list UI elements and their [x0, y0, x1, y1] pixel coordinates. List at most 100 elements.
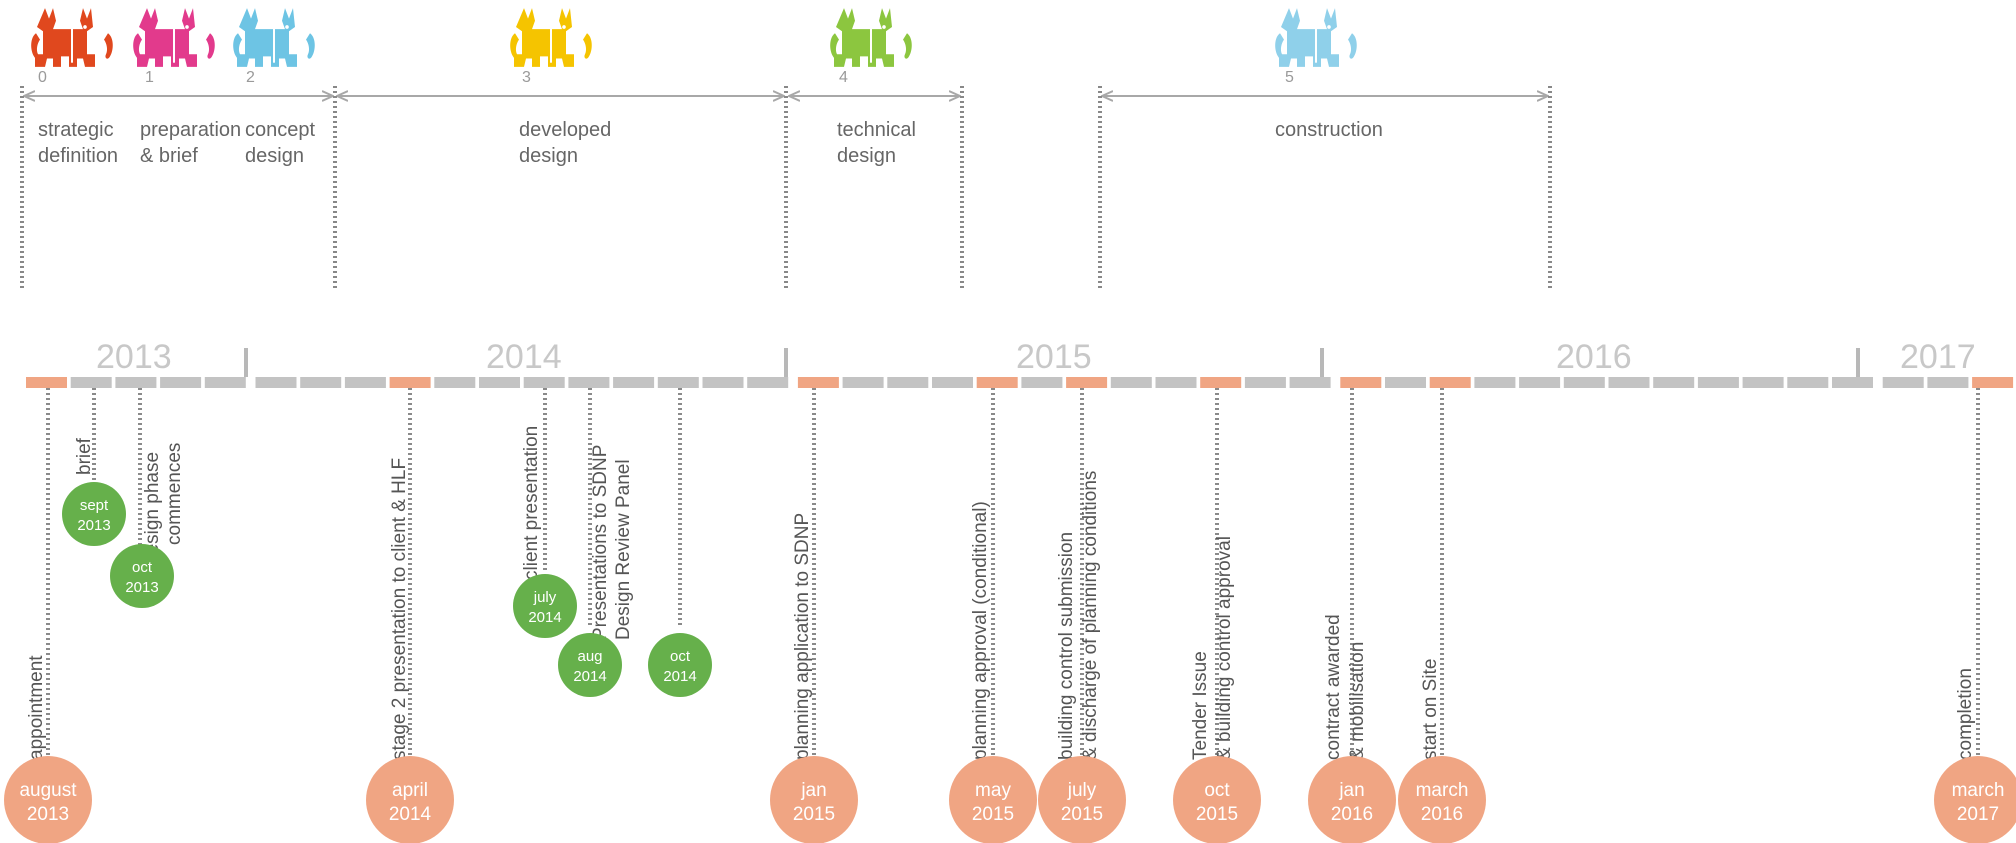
phase-label-line1: technical — [837, 119, 916, 141]
milestone-major: jan 2016 — [1308, 756, 1396, 843]
milestone-major: march 2017 — [1934, 756, 2016, 843]
milestone-major: july 2015 — [1038, 756, 1126, 843]
stage-0-monkey-icon — [30, 7, 114, 68]
event-label: Tender Issue — [1190, 651, 1211, 760]
milestone-month: may — [975, 780, 1011, 801]
stage-4-monkey-icon — [829, 7, 913, 68]
timeline-month-segment — [479, 377, 520, 388]
timeline-month-segment — [1289, 377, 1331, 388]
timeline-month-segment — [1340, 377, 1382, 388]
milestone-month: july — [533, 589, 557, 606]
event-label: start on Site — [1420, 659, 1441, 760]
timeline-month-segment — [255, 377, 297, 388]
milestone-year: 2017 — [1957, 804, 1999, 825]
timeline-month-segment — [1608, 377, 1650, 388]
milestone-year: 2013 — [125, 579, 158, 596]
timeline-month-segment — [1429, 377, 1471, 388]
stage-number: 4 — [839, 69, 848, 86]
stage-5-monkey-icon — [1274, 7, 1358, 68]
timeline-month-segment — [932, 377, 973, 388]
event-label: planning application to SDNP — [792, 513, 813, 760]
event-label: Design Review Panel — [613, 459, 634, 640]
milestone-minor: oct 2014 — [648, 633, 712, 697]
stage-number: 5 — [1285, 69, 1294, 86]
phase-label-line1: preparation — [140, 119, 241, 141]
milestone-year: 2015 — [972, 804, 1014, 825]
phase-label-line2: & brief — [140, 145, 198, 167]
timeline-month-segment — [1653, 377, 1695, 388]
event-label: brief — [74, 437, 95, 475]
milestone-minor: aug 2014 — [558, 633, 622, 697]
timeline-month-segment — [1697, 377, 1739, 388]
event-label: building control submission — [1056, 532, 1077, 760]
timeline-month-segment — [204, 377, 246, 388]
timeline-month-segment — [1155, 377, 1197, 388]
year-label: 2016 — [1556, 338, 1632, 376]
timeline-month-segment — [1882, 377, 1924, 388]
milestone-minor: july 2014 — [513, 574, 577, 638]
timeline-month-segment — [747, 377, 789, 388]
milestone-month: jan — [1338, 780, 1364, 801]
timeline-month-segment — [1742, 377, 1784, 388]
timeline-month-segment — [1200, 377, 1242, 388]
milestone-month: aug — [577, 648, 602, 665]
timeline-month-segment — [657, 377, 699, 388]
milestone-month: oct — [132, 559, 153, 576]
milestone-year: 2016 — [1421, 804, 1463, 825]
timeline-month-segment — [1474, 377, 1516, 388]
timeline-month-segment — [160, 377, 202, 388]
milestone-month: march — [1952, 780, 2005, 801]
milestone-month: jan — [800, 780, 826, 801]
milestone-minor: oct 2013 — [110, 544, 174, 608]
timeline-month-segment — [70, 377, 112, 388]
milestone-minor: sept 2013 — [62, 482, 126, 546]
timeline-month-segment — [1519, 377, 1561, 388]
year-label: 2014 — [486, 338, 562, 376]
milestone-major: jan 2015 — [770, 756, 858, 843]
event-label: appointment — [26, 655, 47, 760]
phase-label-line1: developed — [519, 119, 611, 141]
phase-label-line1: concept — [245, 119, 315, 141]
timeline-month-segment — [115, 377, 157, 388]
milestone-year: 2015 — [1196, 804, 1238, 825]
stage-1-monkey-icon — [132, 7, 216, 68]
timeline-month-segment — [1244, 377, 1286, 388]
phase-label-line1: strategic — [38, 119, 114, 141]
milestone-major: april 2014 — [366, 756, 454, 843]
stage-2-monkey-icon — [232, 7, 316, 68]
stage-number: 0 — [38, 69, 47, 86]
timeline-month-segment — [434, 377, 476, 388]
timeline-month-segment — [1385, 377, 1426, 388]
stage-number: 2 — [246, 69, 255, 86]
event-label: completion — [1955, 668, 1976, 760]
event-label: Presentations to SDNP — [590, 445, 611, 640]
event-label: & mobilisation — [1347, 642, 1368, 760]
timeline-month-bar — [26, 377, 2014, 388]
timeline-month-segment — [976, 377, 1018, 388]
year-label: 2017 — [1900, 338, 1976, 376]
stage-3-monkey-icon — [509, 7, 593, 68]
milestone-year: 2013 — [77, 517, 110, 534]
event-label: planning approval (conditional) — [970, 501, 991, 760]
timeline-month-segment — [842, 377, 884, 388]
event-label: & building control approval — [1214, 536, 1235, 760]
milestone-month: august — [19, 780, 77, 801]
milestone-major: oct 2015 — [1173, 756, 1261, 843]
timeline-month-segment — [300, 377, 342, 388]
milestone-month: april — [392, 780, 428, 801]
timeline-month-segment — [26, 377, 67, 388]
milestone-year: 2014 — [528, 609, 561, 626]
event-label: & discharge of planning conditions — [1080, 471, 1101, 760]
milestone-month: march — [1416, 780, 1469, 801]
phase-label-line2: design — [519, 145, 578, 167]
milestone-year: 2013 — [27, 804, 69, 825]
phase-label-line1: construction — [1275, 119, 1383, 141]
timeline-month-segment — [389, 377, 431, 388]
timeline-month-segment — [568, 377, 610, 388]
milestone-month: oct — [1204, 780, 1230, 801]
event-label: client presentation — [521, 426, 542, 580]
timeline-month-segment — [1927, 377, 1969, 388]
timeline-month-segment — [523, 377, 565, 388]
milestone-major: march 2016 — [1398, 756, 1486, 843]
